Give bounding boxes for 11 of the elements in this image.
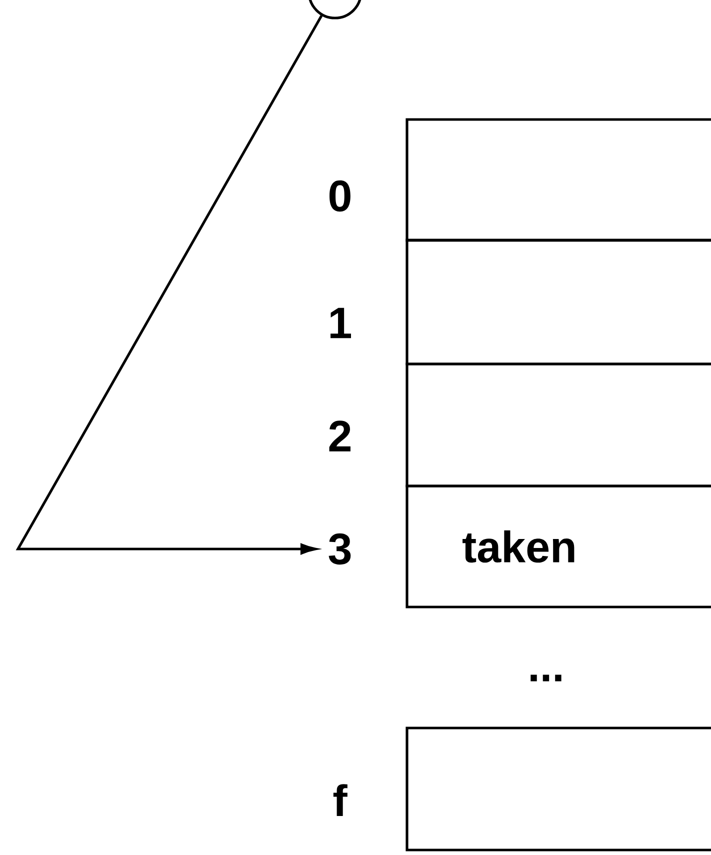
ellipsis: ... xyxy=(530,674,562,682)
table-row xyxy=(406,726,711,852)
table-row xyxy=(406,238,711,366)
row-number: 2 xyxy=(329,420,350,452)
arrow xyxy=(16,15,323,554)
row-number: f xyxy=(333,784,348,816)
row-number: 0 xyxy=(330,180,350,212)
row-number: 3 xyxy=(328,533,351,565)
table-row xyxy=(406,362,711,488)
table-row: taken xyxy=(406,484,711,608)
row-number: 1 xyxy=(330,308,351,338)
